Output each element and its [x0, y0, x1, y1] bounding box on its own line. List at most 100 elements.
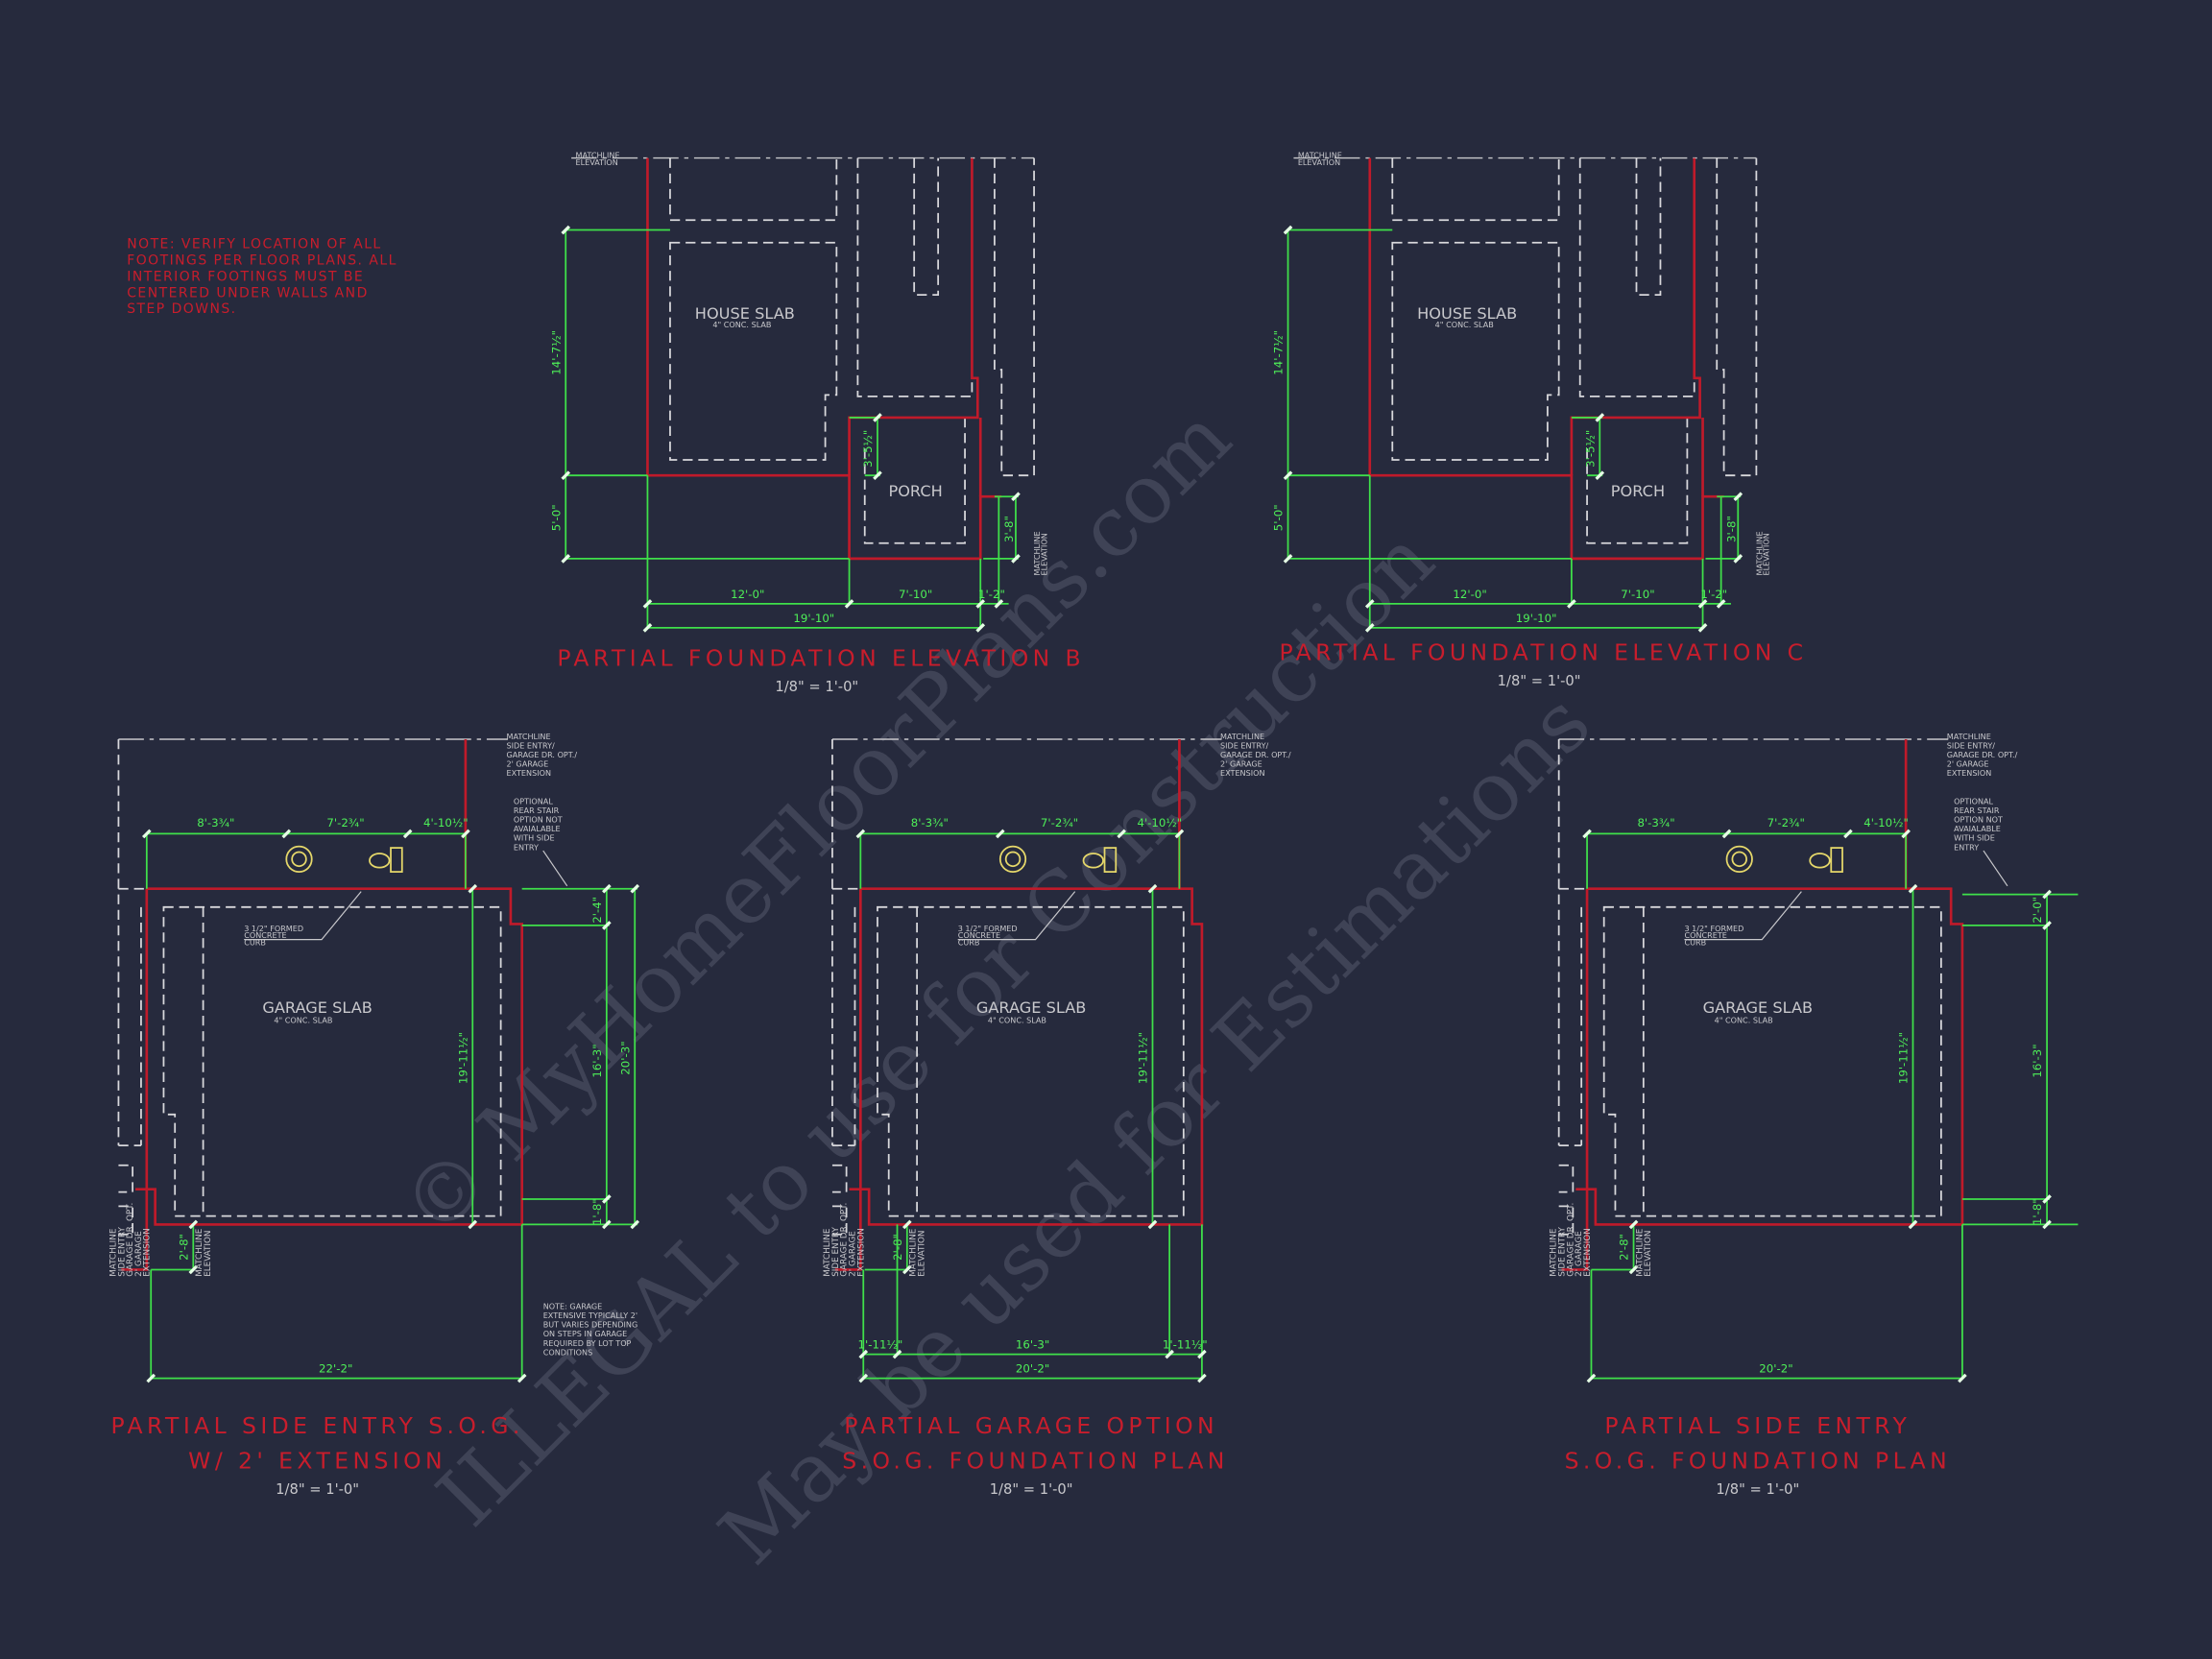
dimension-text: 1'-11½": [1163, 1338, 1208, 1352]
porch-slab-outline: [1586, 417, 1689, 544]
dimension-tick: [642, 623, 653, 633]
dimension-tick: [1697, 623, 1708, 633]
dimension-tick: [468, 1219, 478, 1230]
dimension-tick: [2042, 1219, 2052, 1230]
matchline-label: GARAGE DR. OPT.: [1566, 1203, 1575, 1277]
extension-line: [862, 1224, 1203, 1379]
leader-line: [244, 891, 362, 941]
dimension-tick: [188, 1264, 199, 1275]
dimension-tick: [517, 1373, 527, 1383]
dimension-tick: [1843, 829, 1853, 839]
sink-bowl-icon: [1731, 851, 1747, 868]
matchline-label: EXTENSION: [1220, 768, 1265, 778]
dimension-text: 2'-4": [590, 897, 604, 924]
dimension-text: 7'-2¾": [1767, 816, 1805, 830]
toilet-icon: [369, 853, 391, 869]
matchline-label: GARAGE DR. OPT./: [507, 750, 578, 759]
dimension-tick: [630, 883, 640, 894]
garage-note: CONDITIONS: [543, 1347, 593, 1357]
footing: [1570, 157, 1701, 476]
matchline-label: GARAGE DR. OPT.: [126, 1203, 135, 1277]
house-slab-sub-label: 4" CONC. SLAB: [712, 320, 771, 329]
extension-line: [859, 833, 1181, 889]
sink-icon: [998, 845, 1027, 873]
slab-edge: [1391, 157, 1560, 222]
matchline-label: MATCHLINE: [1298, 151, 1342, 160]
garage-slab-label: GARAGE SLAB: [262, 998, 373, 1017]
matchline-label: 2' GARAGE: [1575, 1231, 1584, 1277]
dimension-text: 19'-11½": [456, 1032, 469, 1084]
garage-note: REQUIRED BY LOT TOP: [543, 1338, 632, 1348]
stair-note: AVAIALABLE: [514, 824, 561, 833]
matchline-label: MATCHLINE: [1635, 1229, 1645, 1277]
matchline-label: EXTENSION: [856, 1228, 866, 1277]
garage-note: ON STEPS IN GARAGE: [543, 1329, 628, 1338]
curb-note: CURB: [958, 937, 980, 947]
dimension-tick: [188, 1219, 199, 1230]
drawing-title: W/ 2' EXTENSION: [188, 1448, 446, 1475]
dimension-tick: [602, 1219, 612, 1230]
dimension-text: 20'-3": [618, 1041, 632, 1074]
curb-note: CONCRETE: [244, 930, 286, 940]
matchline-label: 2' GARAGE: [848, 1231, 857, 1277]
dimension-tick: [1628, 1264, 1639, 1275]
dimension-tick: [1908, 883, 1918, 894]
dimension-text: 1'-11½": [858, 1338, 903, 1352]
garage-note: NOTE: GARAGE: [543, 1302, 603, 1311]
dimension-tick: [1165, 1349, 1174, 1359]
general-note-line: NOTE: VERIFY LOCATION OF ALL: [127, 237, 381, 252]
drawing-title: S.O.G. FOUNDATION PLAN: [1565, 1448, 1952, 1475]
matchline-label: SIDE ENTRY: [117, 1226, 127, 1276]
matchline-label: ELEVATION: [917, 1231, 926, 1277]
dimension-tick: [995, 829, 1005, 839]
dimension-tick: [1908, 1219, 1918, 1230]
dimension-text: 3'-8": [1002, 516, 1016, 542]
dimension-text: 16'-3": [2031, 1044, 2044, 1077]
slab-edge: [913, 157, 940, 296]
stair-note: OPTION NOT: [514, 815, 563, 825]
dimension-text: 14'-7½": [549, 330, 563, 375]
sink-icon: [1725, 845, 1753, 873]
matchline-label: MATCHLINE: [507, 732, 551, 741]
dimension-text: 5'-0": [549, 504, 563, 531]
dimension-tick: [1011, 554, 1021, 564]
stair-note: WITH SIDE: [514, 833, 555, 843]
matchline-label: ELEVATION: [1039, 533, 1048, 575]
stair-note: OPTION NOT: [1954, 815, 2003, 825]
garage-slab-label: GARAGE SLAB: [976, 998, 1087, 1017]
porch-label: PORCH: [888, 482, 942, 500]
dimension-text: 2'-8": [1618, 1234, 1631, 1261]
garage-slab-outline: [1602, 905, 1942, 1217]
slab-edge: [994, 157, 1035, 477]
dimension-tick: [1197, 1349, 1207, 1359]
garage-slab-outline: [162, 905, 502, 1217]
matchline-label: GARAGE DR. OPT./: [1220, 750, 1291, 759]
dimension-text: 19'-11½": [1897, 1032, 1911, 1084]
matchline-label: MATCHLINE: [108, 1229, 118, 1277]
slab-edge: [118, 906, 142, 1147]
dimension-tick: [461, 829, 470, 839]
dimension-text: 2'-0": [2031, 897, 2044, 924]
matchline-label: ELEVATION: [1644, 1231, 1653, 1277]
dimension-text: 4'-10½": [423, 816, 469, 830]
sink-icon: [285, 845, 313, 873]
extension-line: [646, 475, 1000, 628]
extension-line: [565, 228, 850, 560]
leader-line: [1983, 850, 2008, 887]
toilet-icon: [1082, 853, 1104, 869]
drawing-title: PARTIAL SIDE ENTRY: [1604, 1412, 1911, 1439]
stair-note: AVAIALABLE: [1954, 824, 2001, 833]
general-note-line: STEP DOWNS.: [127, 301, 236, 317]
dimension-tick: [1733, 554, 1743, 564]
curb-note: CURB: [244, 937, 266, 947]
sink-bowl-icon: [291, 851, 307, 868]
dimension-tick: [1283, 470, 1293, 481]
dimension-text: 20'-2": [1016, 1362, 1049, 1376]
sink-bowl-icon: [1004, 851, 1022, 868]
drawing-scale: 1/8" = 1'-0": [775, 679, 858, 695]
dimension-text: 4'-10½": [1863, 816, 1909, 830]
